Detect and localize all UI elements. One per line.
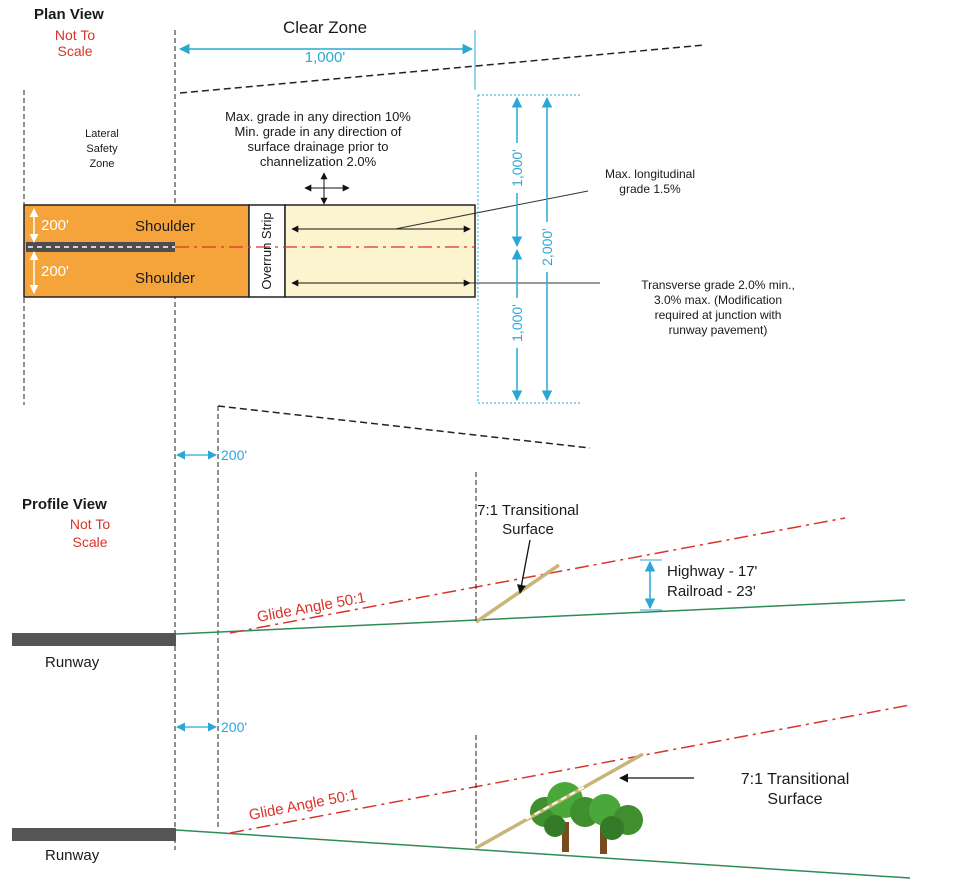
transitional-label-upper-line2: Surface bbox=[502, 521, 554, 538]
plan-view-title: Plan View bbox=[34, 6, 104, 23]
glide-slope-upper bbox=[229, 517, 846, 634]
lateral-zone-label-line2: Safety bbox=[86, 143, 118, 155]
transitional-leader-upper bbox=[517, 539, 531, 594]
runway-profile-upper bbox=[12, 633, 176, 646]
ground-line-lower bbox=[175, 829, 911, 879]
ground-line-upper bbox=[175, 599, 906, 635]
shoulder-width-bottom: 200' bbox=[41, 263, 69, 280]
overrun-strip-label: Overrun Strip bbox=[259, 212, 274, 289]
clear-zone-label: Clear Zone bbox=[283, 18, 367, 37]
transitional-surface-tree-crossing bbox=[525, 786, 585, 820]
transverse-note-line4: runway pavement) bbox=[669, 323, 768, 337]
transitional-surface-upper bbox=[475, 563, 560, 624]
transitional-label-lower-line2: Surface bbox=[767, 791, 822, 808]
grade-note-line3: surface drainage prior to bbox=[248, 139, 389, 154]
profile-scale-note-line1: Not To bbox=[70, 516, 110, 532]
transverse-note-line3: required at junction with bbox=[655, 308, 782, 322]
longitudinal-note-line2: grade 1.5% bbox=[619, 182, 681, 196]
glide-angle-label-lower: Glide Angle 50:1 bbox=[248, 786, 359, 824]
runway-profile-lower bbox=[12, 828, 176, 841]
lateral-zone-label-line3: Zone bbox=[89, 158, 114, 170]
grade-note-line2: Min. grade in any direction of bbox=[235, 124, 402, 139]
shoulder-label-bottom: Shoulder bbox=[135, 270, 195, 287]
offset-label-plan: 200' bbox=[221, 447, 247, 463]
half-length-label-bg-top bbox=[505, 143, 529, 193]
profile-view-title: Profile View bbox=[22, 496, 107, 513]
clearance-highway: Highway - 17' bbox=[667, 563, 758, 580]
transitional-surface-lower bbox=[475, 752, 644, 850]
lower-zone-boundary bbox=[217, 405, 591, 449]
half-length-label-bg-bottom bbox=[505, 298, 529, 348]
upper-zone-boundary bbox=[179, 44, 706, 94]
glide-angle-label-upper: Glide Angle 50:1 bbox=[256, 589, 367, 626]
clearance-railroad: Railroad - 23' bbox=[667, 583, 756, 600]
runway-label-upper: Runway bbox=[45, 654, 100, 671]
glide-slope-lower bbox=[229, 704, 911, 834]
grade-note-line4: channelization 2.0% bbox=[260, 154, 377, 169]
shoulder-width-top: 200' bbox=[41, 217, 69, 234]
profile-scale-note-line2: Scale bbox=[72, 534, 107, 550]
total-length-label: 2,000' bbox=[539, 228, 555, 266]
transverse-note-line2: 3.0% max. (Modification bbox=[654, 293, 782, 307]
total-length-label-bg bbox=[535, 222, 559, 272]
longitudinal-note-line1: Max. longitudinal bbox=[605, 167, 695, 181]
shoulder-label-top: Shoulder bbox=[135, 218, 195, 235]
tree-obstacle-icon bbox=[530, 782, 643, 854]
plan-scale-note-line2: Scale bbox=[57, 43, 92, 59]
lateral-zone-label-line1: Lateral bbox=[85, 128, 119, 140]
grade-note-line1: Max. grade in any direction 10% bbox=[225, 109, 411, 124]
transitional-label-lower-line1: 7:1 Transitional bbox=[741, 771, 850, 788]
half-length-label-bottom: 1,000' bbox=[509, 304, 525, 342]
clear-zone-width-label: 1,000' bbox=[305, 49, 346, 66]
offset-label-profile: 200' bbox=[221, 719, 247, 735]
runway-label-lower: Runway bbox=[45, 847, 100, 864]
transitional-label-upper-line1: 7:1 Transitional bbox=[477, 502, 579, 519]
longitudinal-leader bbox=[394, 190, 589, 230]
plan-scale-note-line1: Not To bbox=[55, 27, 95, 43]
half-length-label-top: 1,000' bbox=[509, 149, 525, 187]
transverse-note-line1: Transverse grade 2.0% min., bbox=[641, 278, 795, 292]
